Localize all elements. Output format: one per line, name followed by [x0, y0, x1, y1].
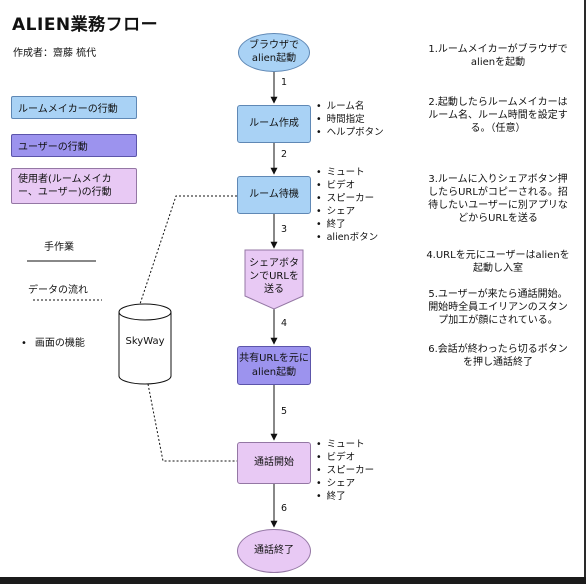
- features-call-start: ミュート ビデオ スピーカー シェア 終了: [316, 438, 375, 503]
- step-note-5: 5.ユーザーが来たら通話開始。 開始時全員エイリアンのスタン プ加工が顔にされて…: [428, 289, 568, 326]
- legend-screen-function-label: 画面の機能: [34, 338, 85, 349]
- feature-item: 終了: [316, 218, 378, 231]
- feature-item: ミュート: [316, 166, 378, 179]
- feature-item: ビデオ: [316, 179, 378, 192]
- arrow-label-4: 4: [281, 318, 288, 329]
- arrow-label-5: 5: [281, 406, 288, 417]
- page-title: ALIEN業務フロー: [12, 15, 159, 35]
- arrow-label-6: 6: [281, 503, 288, 514]
- feature-item: ルーム名: [316, 100, 384, 113]
- author-line: 作成者：齋藤 梳代: [13, 48, 97, 59]
- step-note-3: 3.ルームに入りシェアボタン押 したらURLがコピーされる。招 待したいユーザー…: [428, 174, 568, 224]
- feature-item: 終了: [316, 490, 374, 503]
- arrow-label-3: 3: [281, 224, 288, 235]
- step-note-1: 1.ルームメイカーがブラウザで alienを起動: [428, 44, 568, 68]
- step-note-6: 6.会話が終わったら切るボタン を押し通話終了: [428, 344, 568, 368]
- node-call-end: 通話終了: [237, 529, 311, 573]
- legend-user: ユーザーの行動: [11, 134, 137, 157]
- skyway-label: SkyWay: [125, 336, 165, 347]
- legend-manual-label: 手作業: [44, 242, 74, 253]
- legend-room-maker-label: ルームメイカーの行動: [18, 104, 118, 115]
- legend-users-both: 使用者(ルームメイカー、ユーザー)の行動: [11, 168, 137, 204]
- share-url-shape: [244, 249, 304, 310]
- features-create-room: ルーム名 時間指定 ヘルプボタン: [316, 100, 384, 139]
- legend-data-flow-label: データの流れ: [28, 285, 88, 296]
- data-flow-call-start: [147, 383, 237, 462]
- legend-room-maker: ルームメイカーの行動: [11, 96, 137, 119]
- feature-item: 時間指定: [316, 113, 384, 126]
- arrow-label-2: 2: [281, 149, 288, 160]
- node-join: 共有URLを元にalien起動: [237, 346, 311, 385]
- node-room-wait: ルーム待機: [237, 176, 311, 214]
- node-share-url: シェアボタンでURLを送る: [249, 257, 299, 295]
- feature-item: シェア: [316, 205, 378, 218]
- data-flow-room-wait: [139, 195, 237, 305]
- feature-item: ヘルプボタン: [316, 126, 384, 139]
- node-call-start: 通話開始: [237, 442, 311, 484]
- feature-item: ミュート: [316, 438, 374, 451]
- feature-item: ビデオ: [316, 451, 374, 464]
- legend-screen-function: 画面の機能: [21, 334, 85, 349]
- step-note-2: 2.起動したらルームメイカーは ルーム名、ルーム時間を設定す る。（任意）: [428, 97, 568, 134]
- node-create-room: ルーム作成: [237, 105, 311, 143]
- window-bottom-edge: [0, 577, 586, 584]
- features-room-wait: ミュート ビデオ スピーカー シェア 終了 alienボタン: [316, 166, 378, 244]
- arrow-label-1: 1: [281, 77, 288, 88]
- feature-item: シェア: [316, 477, 374, 490]
- legend-users-both-label: 使用者(ルームメイカー、ユーザー)の行動: [18, 174, 112, 198]
- feature-item: スピーカー: [316, 192, 378, 205]
- feature-item: alienボタン: [316, 231, 378, 244]
- node-start: ブラウザで alien起動: [238, 33, 310, 72]
- feature-item: スピーカー: [316, 464, 375, 477]
- skyway-datastore: [118, 303, 172, 385]
- legend-user-label: ユーザーの行動: [18, 142, 88, 153]
- step-note-4: 4.URLを元にユーザーはalienを 起動し入室: [426, 250, 570, 274]
